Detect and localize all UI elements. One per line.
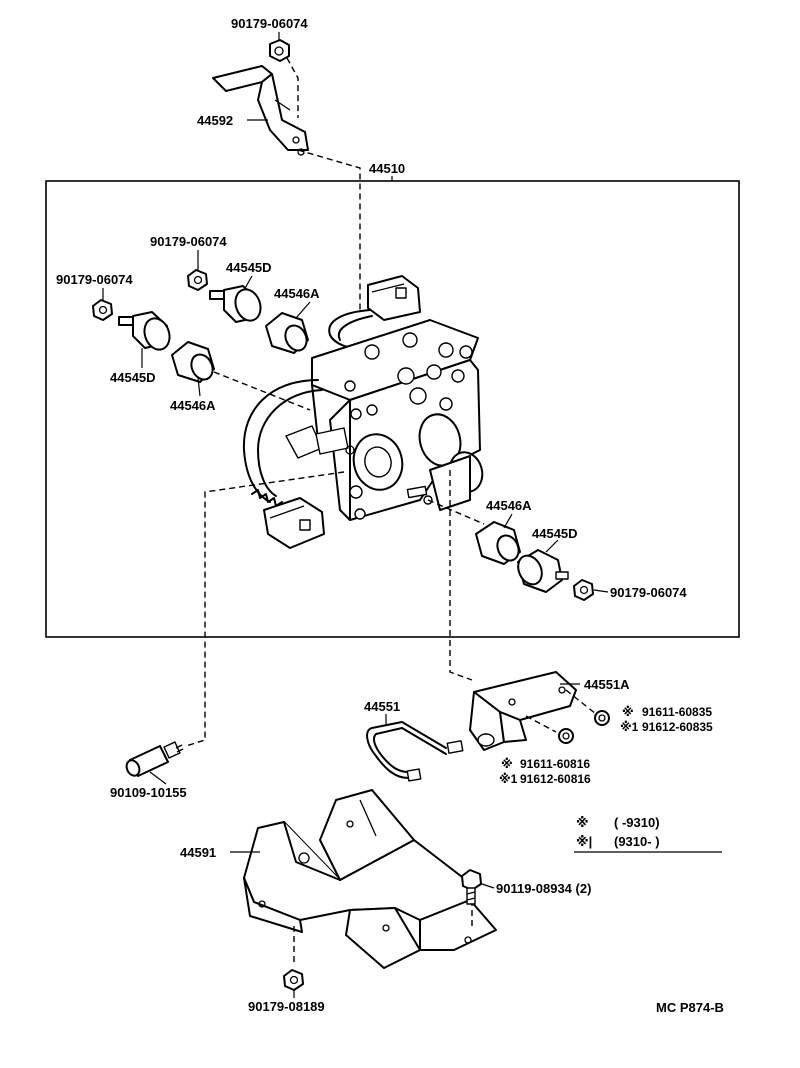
wire-harness <box>242 379 355 507</box>
cup-44546A-a <box>265 312 309 354</box>
label-90179-06074-top: 90179-06074 <box>231 16 308 31</box>
nut-91611-60816 <box>558 728 574 744</box>
bolt-90119-08934 <box>461 869 482 905</box>
label-90179-06074-c: 90179-06074 <box>610 585 687 600</box>
cup-44546A-c <box>475 521 521 565</box>
abs-actuator-body <box>311 319 484 521</box>
label-90179-06074-b: 90179-06074 <box>56 272 133 287</box>
connector-top <box>328 275 421 351</box>
legend-row2-symbol: ※| <box>576 834 592 849</box>
label-90179-08189: 90179-08189 <box>248 999 325 1014</box>
nut-90179-06074-a <box>187 269 208 291</box>
legend-row2-range: (9310- ) <box>614 834 660 849</box>
sensor-90109-10155 <box>125 741 184 777</box>
bracket-44592 <box>212 65 309 156</box>
label-44510: 44510 <box>369 161 405 176</box>
label-91612-60835: 91612-60835 <box>642 720 713 734</box>
label-90119-08934: 90119-08934 (2) <box>496 881 591 896</box>
mark-asterisk-1-60816: ※1 <box>499 772 518 786</box>
label-44592: 44592 <box>197 113 233 128</box>
label-44546A-b: 44546A <box>170 398 216 413</box>
legend-row1-range: ( -9310) <box>614 815 660 830</box>
label-91611-60835: 91611-60835 <box>642 705 712 719</box>
figure-code: MC P874-B <box>656 1000 724 1015</box>
solenoid-44545D-c <box>517 549 569 593</box>
label-44591: 44591 <box>180 845 216 860</box>
label-44546A-a: 44546A <box>274 286 320 301</box>
label-44551: 44551 <box>364 699 400 714</box>
label-90179-06074-a: 90179-06074 <box>150 234 227 249</box>
nut-90179-06074-b <box>92 299 113 321</box>
bracket-44591 <box>243 789 497 969</box>
bracket-44551A <box>469 671 577 751</box>
label-44545D-c: 44545D <box>532 526 578 541</box>
label-90109-10155: 90109-10155 <box>110 785 187 800</box>
solenoid-44545D-b <box>118 311 171 351</box>
legend-date-ranges: ※ ( -9310) ※| (9310- ) <box>574 815 722 853</box>
label-91611-60816: 91611-60816 <box>520 757 590 771</box>
legend-row1-symbol: ※ <box>576 815 589 830</box>
label-44545D-b: 44545D <box>110 370 156 385</box>
nut-90179-08189 <box>283 969 304 991</box>
connector-bottom <box>263 497 325 549</box>
label-44545D-a: 44545D <box>226 260 272 275</box>
label-91612-60816: 91612-60816 <box>520 772 591 786</box>
nut-91611-60835 <box>594 710 610 726</box>
solenoid-44545D-a <box>209 285 262 323</box>
nut-90179-06074-top <box>269 39 290 62</box>
label-44551A: 44551A <box>584 677 630 692</box>
label-44546A-c: 44546A <box>486 498 532 513</box>
brake-tube-44551 <box>366 721 464 782</box>
cup-44546A-b <box>171 341 215 383</box>
mark-asterisk-1-60835: ※1 <box>620 720 639 734</box>
mark-asterisk-60816: ※ <box>501 757 513 771</box>
nut-90179-06074-c <box>573 579 594 601</box>
mark-asterisk-60835: ※ <box>622 705 634 719</box>
